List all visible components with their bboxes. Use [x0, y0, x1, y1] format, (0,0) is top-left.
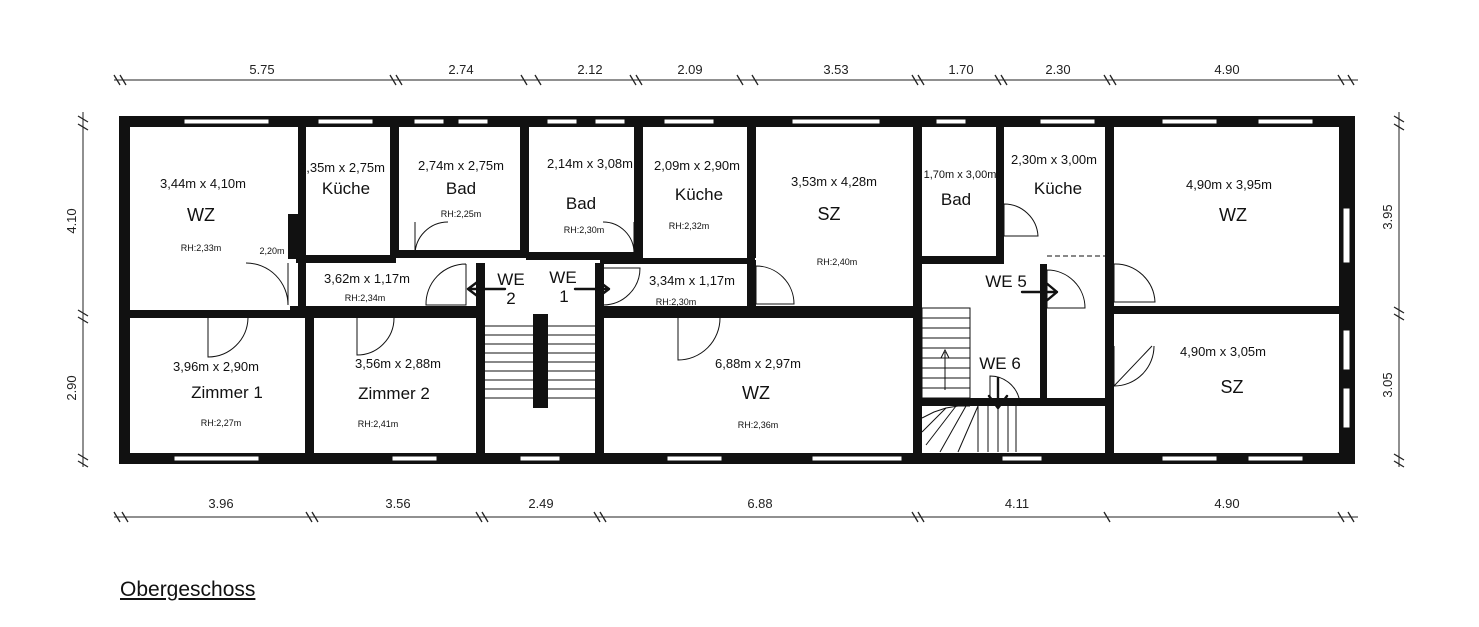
room-name-kueche-1: Küche	[322, 179, 370, 198]
room-size-kueche-2: 2,09m x 2,90m	[654, 158, 740, 173]
unit-we1-line2: 1	[559, 287, 568, 306]
floor-label: Obergeschoss	[120, 578, 256, 601]
room-name-wz-bottom: WZ	[742, 383, 770, 403]
room-rh-sz-top: RH:2,40m	[817, 257, 858, 267]
room-rh-bad-1: RH:2,25m	[441, 209, 482, 219]
room-name-wz-right: WZ	[1219, 205, 1247, 225]
dim-left-2: 2.90	[64, 375, 79, 400]
dim-bottom-2: 3.56	[385, 496, 410, 511]
room-size-bad-1: 2,74m x 2,75m	[418, 158, 504, 173]
room-name-sz-right: SZ	[1220, 377, 1243, 397]
dim-top-5: 3.53	[823, 62, 848, 77]
room-rh-wz-left: RH:2,33m	[181, 243, 222, 253]
room-size-kueche-3: 2,30m x 3,00m	[1011, 152, 1097, 167]
windows	[173, 118, 1351, 462]
dim-top-4: 2.09	[677, 62, 702, 77]
room-name-kueche-2: Küche	[675, 185, 723, 204]
room-labels: 3,44m x 4,10m WZ RH:2,33m 2,20m 2,35m x …	[160, 152, 1272, 430]
room-rh-wz-bottom: RH:2,36m	[738, 420, 779, 430]
room-size-flur-1: 3,62m x 1,17m	[324, 271, 410, 286]
walls	[119, 116, 1355, 464]
dim-bottom-3: 2.49	[528, 496, 553, 511]
room-size-sz-right: 4,90m x 3,05m	[1180, 344, 1266, 359]
room-size-sz-top: 3,53m x 4,28m	[791, 174, 877, 189]
dim-bottom-4: 6.88	[747, 496, 772, 511]
entrance-arrows	[466, 278, 1059, 410]
room-name-zimmer-1: Zimmer 1	[191, 383, 263, 402]
room-size-wz-left: 3,44m x 4,10m	[160, 176, 246, 191]
room-name-bad-3: Bad	[941, 190, 971, 209]
dim-top-7: 2.30	[1045, 62, 1070, 77]
room-rh-bad-2: RH:2,30m	[564, 225, 605, 235]
unit-labels: WE 2 WE 1 WE 5 WE 6	[497, 268, 1026, 373]
dim-bottom-1: 3.96	[208, 496, 233, 511]
unit-we2-line1: WE	[497, 270, 524, 289]
room-size-wz-right: 4,90m x 3,95m	[1186, 177, 1272, 192]
dim-top-3: 2.12	[577, 62, 602, 77]
dim-right-1: 3.95	[1380, 204, 1395, 229]
label-2-20m: 2,20m	[259, 246, 284, 256]
room-size-bad-2: 2,14m x 3,08m	[547, 156, 633, 171]
room-rh-kueche-2: RH:2,32m	[669, 221, 710, 231]
dimension-lines: 5.75 2.74 2.12 2.09 3.53 1.70 2.30 4.90 …	[64, 62, 1405, 523]
room-rh-zimmer-2: RH:2,41m	[358, 419, 399, 429]
unit-we1-line1: WE	[549, 268, 576, 287]
room-size-flur-2: 3,34m x 1,17m	[649, 273, 735, 288]
dim-bottom-5: 4.11	[1005, 496, 1029, 511]
dim-top-8: 4.90	[1214, 62, 1239, 77]
staircase	[485, 307, 1017, 453]
unit-we5: WE 5	[985, 272, 1027, 291]
dim-top-2: 2.74	[448, 62, 473, 77]
room-name-bad-1: Bad	[446, 179, 476, 198]
room-size-kueche-1: 2,35m x 2,75m	[299, 160, 385, 175]
room-size-zimmer-1: 3,96m x 2,90m	[173, 359, 259, 374]
room-name-wz-left: WZ	[187, 205, 215, 225]
dim-right-2: 3.05	[1380, 372, 1395, 397]
dim-left-1: 4.10	[64, 208, 79, 233]
dim-top-1: 5.75	[249, 62, 274, 77]
doors	[207, 203, 1156, 407]
unit-we2-line2: 2	[506, 289, 515, 308]
room-rh-zimmer-1: RH:2,27m	[201, 418, 242, 428]
room-size-zimmer-2: 3,56m x 2,88m	[355, 356, 441, 371]
dim-top-6: 1.70	[948, 62, 973, 77]
dim-bottom-6: 4.90	[1214, 496, 1239, 511]
room-name-kueche-3: Küche	[1034, 179, 1082, 198]
unit-we6: WE 6	[979, 354, 1021, 373]
room-rh-flur-2: RH:2,30m	[656, 297, 697, 307]
room-name-zimmer-2: Zimmer 2	[358, 384, 430, 403]
room-size-bad-3: 1,70m x 3,00m	[924, 169, 997, 181]
room-size-wz-bottom: 6,88m x 2,97m	[715, 356, 801, 371]
room-name-bad-2: Bad	[566, 194, 596, 213]
room-rh-flur-1: RH:2,34m	[345, 293, 386, 303]
room-name-sz-top: SZ	[817, 204, 840, 224]
